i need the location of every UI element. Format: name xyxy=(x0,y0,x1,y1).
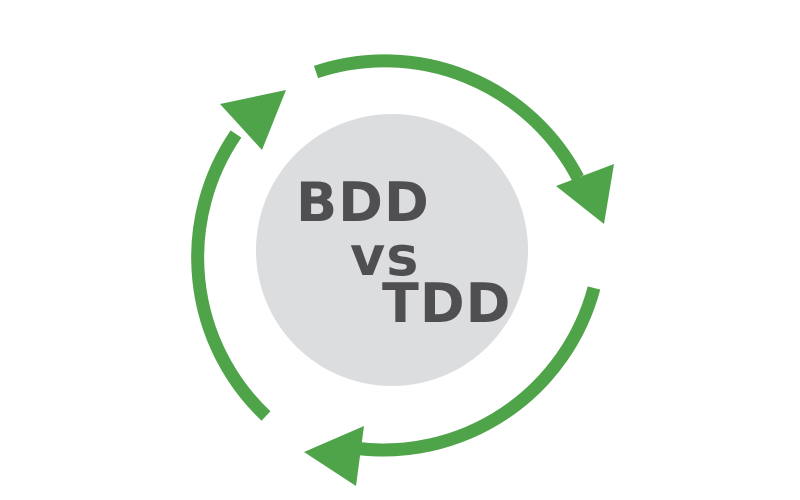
label-vs: vs xyxy=(350,225,420,288)
arrowhead-top-left xyxy=(220,90,286,150)
label-tdd: TDD xyxy=(382,272,512,335)
arrowhead-top-right xyxy=(556,164,614,224)
label-bdd: BDD xyxy=(296,171,430,234)
arc-bottom-right xyxy=(353,286,601,457)
arc-left xyxy=(191,130,271,421)
arc-top-right xyxy=(313,54,584,182)
arrowhead-bottom-left xyxy=(304,426,364,486)
center-circle xyxy=(256,114,528,386)
